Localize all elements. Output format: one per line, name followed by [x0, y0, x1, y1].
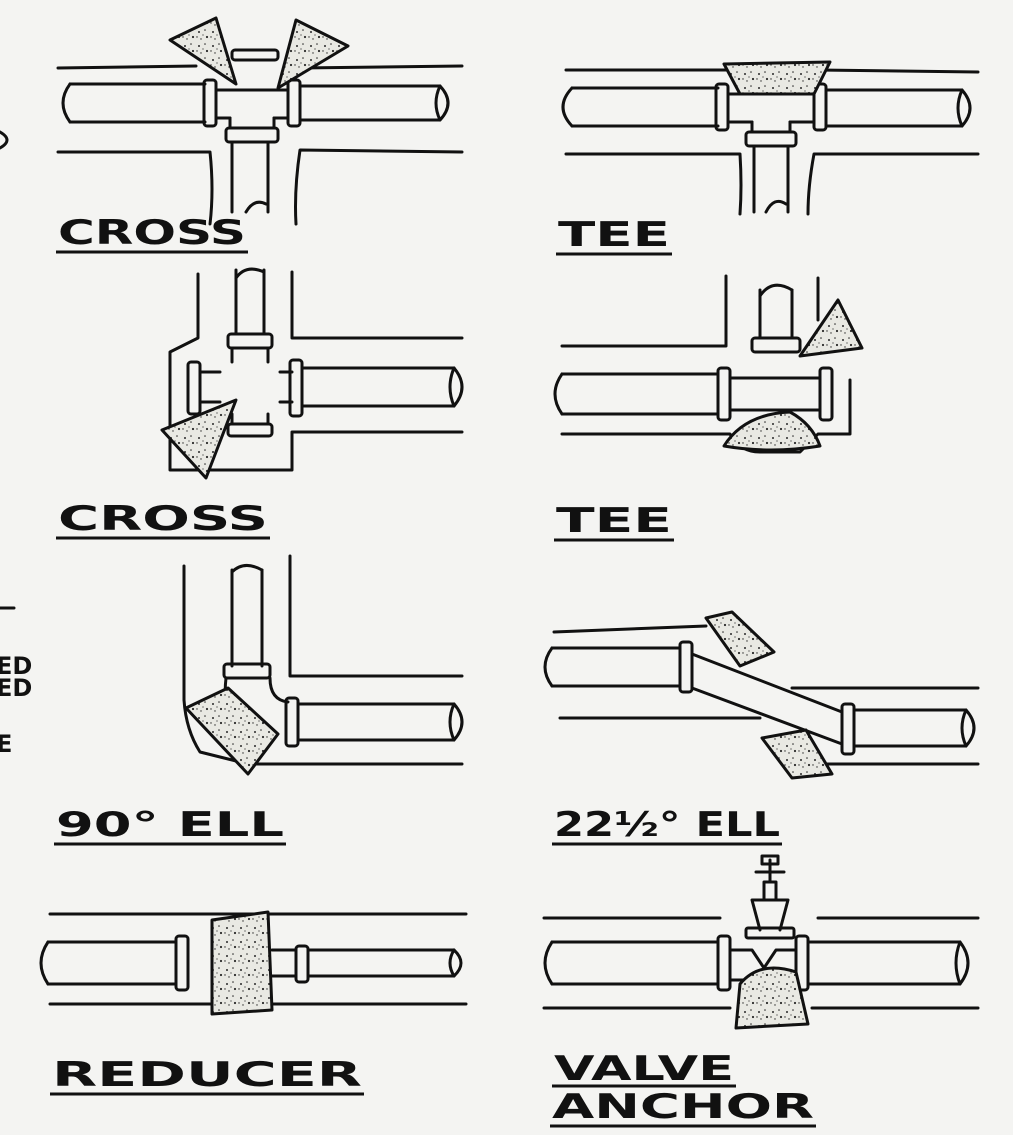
label-ell-22: 22½° ELL [554, 805, 780, 845]
label-valve-anchor-line1: VALVE [554, 1049, 734, 1089]
ell-90-thrust-block [184, 686, 280, 776]
tee-mid-thrust-block-lower [722, 410, 822, 452]
ell-22-thrust-block-upper [704, 610, 776, 668]
label-tee-mid: TEE [556, 501, 672, 541]
cross-mid-thrust-block [160, 398, 238, 480]
tee-mid-thrust-block-upper [798, 298, 864, 358]
reducer-thrust-block [210, 910, 274, 1016]
label-cross-top: CROSS [58, 213, 246, 253]
margin-fragment-2: ED [0, 674, 32, 702]
ell-90-diagram [182, 554, 464, 766]
margin-fragments [0, 130, 16, 610]
label-cross-mid: CROSS [58, 499, 268, 539]
ell-22-thrust-block-lower [760, 728, 834, 780]
label-ell-90: 90° ELL [56, 805, 284, 845]
margin-fragment-3: E [0, 730, 12, 758]
ell-22-diagram [543, 624, 980, 766]
label-tee-top: TEE [558, 215, 670, 255]
cross-top-thrust-block-right [276, 18, 350, 90]
cross-top-diagram [56, 48, 464, 226]
tee-top-thrust-block [722, 60, 832, 96]
cross-mid-diagram [168, 267, 464, 472]
valve-anchor-diagram [542, 854, 980, 1010]
valve-anchor-thrust-block [734, 966, 810, 1030]
cross-top-thrust-block-left [168, 16, 238, 86]
margin-fragment-1: ED [0, 652, 32, 680]
label-valve-anchor-line2: ANCHOR [552, 1087, 814, 1127]
label-reducer: REDUCER [52, 1055, 362, 1095]
